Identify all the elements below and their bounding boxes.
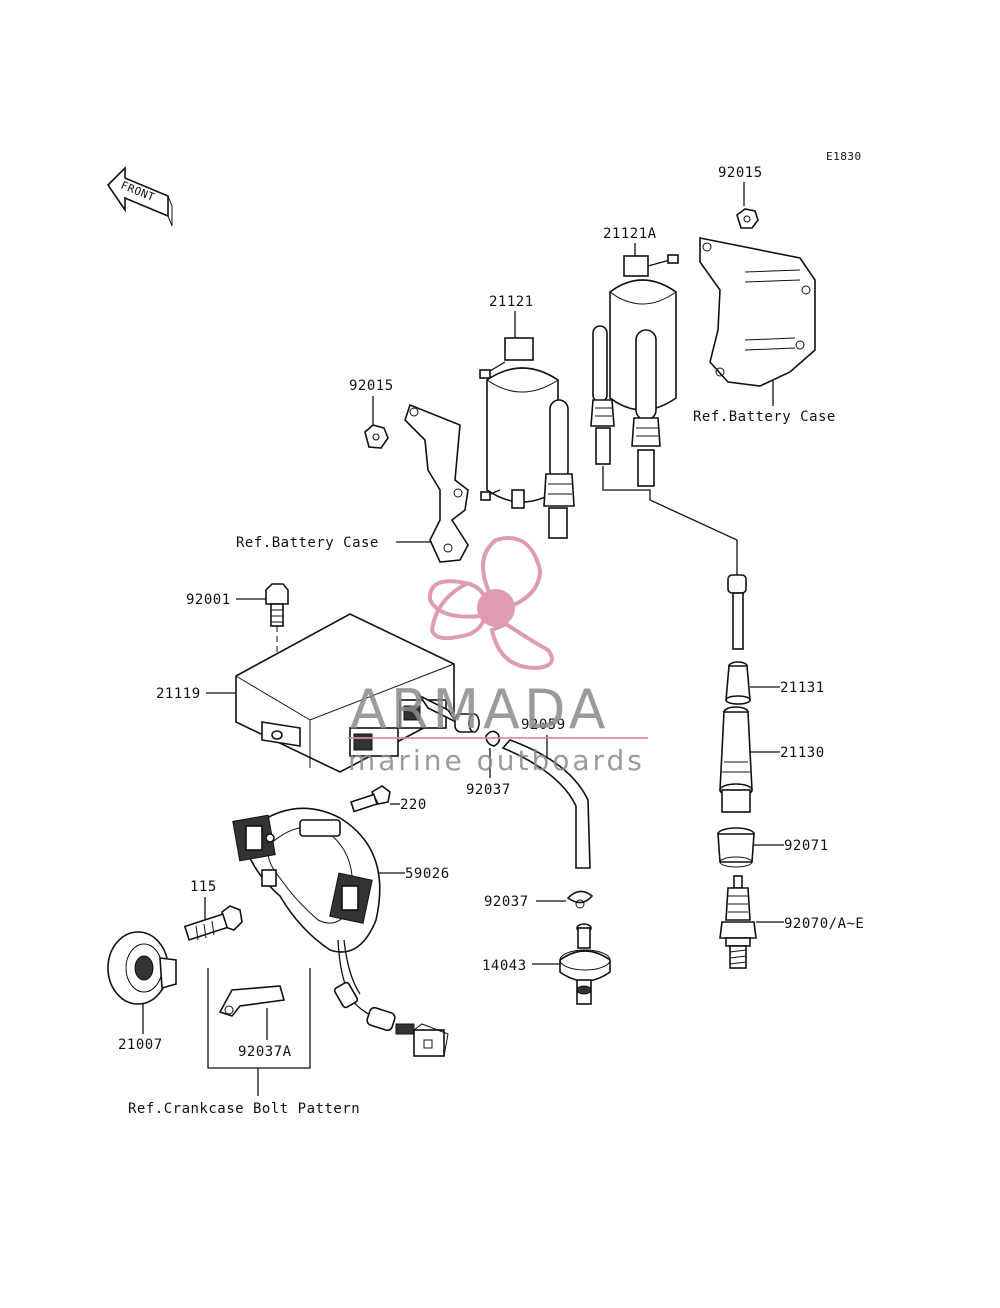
label-21121: 21121 <box>489 294 534 310</box>
label-220: 220 <box>400 797 427 813</box>
cap-92071 <box>717 827 755 868</box>
label-21121A: 21121A <box>603 226 657 242</box>
cdi-unit-21119 <box>235 613 459 773</box>
label-21130: 21130 <box>780 745 825 761</box>
stator-connector <box>366 1006 449 1057</box>
ignition-coil-21121A <box>590 254 679 487</box>
label-92070: 92070/A~E <box>784 916 864 932</box>
bolt-92001 <box>265 583 289 627</box>
propeller-logo-icon <box>427 536 554 671</box>
connector-plug <box>454 713 480 733</box>
label-ref-battery-case-left: Ref.Battery Case <box>236 535 379 551</box>
label-ref-crankcase: Ref.Crankcase Bolt Pattern <box>128 1101 360 1117</box>
label-92015-left: 92015 <box>349 378 394 394</box>
label-21119: 21119 <box>156 686 201 702</box>
nut-92015-top <box>736 208 759 229</box>
plug-cap-21130 <box>719 706 753 813</box>
rotor-21007 <box>107 931 177 1005</box>
cap-21131 <box>725 661 751 705</box>
label-92037A: 92037A <box>238 1044 292 1060</box>
label-21007: 21007 <box>118 1037 163 1053</box>
armada-watermark: ARMADA marine outboards <box>348 536 648 777</box>
label-14043: 14043 <box>482 958 527 974</box>
hose-92059 <box>501 739 591 869</box>
bolt-115 <box>183 905 243 941</box>
watermark-tagline: marine outboards <box>348 744 645 777</box>
clip-92037-lower <box>566 890 594 909</box>
battery-case-bracket-right <box>699 237 816 387</box>
bolt-220 <box>350 785 391 813</box>
watermark-brand: ARMADA <box>350 678 610 741</box>
spark-plug-92070 <box>719 875 757 969</box>
label-92001: 92001 <box>186 592 231 608</box>
label-92059: 92059 <box>521 717 566 733</box>
ht-lead-end <box>727 574 747 650</box>
ignition-coil-21121 <box>479 337 575 539</box>
label-92071: 92071 <box>784 838 829 854</box>
front-arrow-icon: FRONT <box>106 166 173 227</box>
nut-92015-left <box>364 424 389 449</box>
label-92037-lower: 92037 <box>484 894 529 910</box>
battery-case-bracket-left <box>404 403 469 563</box>
diagram-code: E1830 <box>826 150 862 163</box>
label-92015-top: 92015 <box>718 165 763 181</box>
stator-59026 <box>232 807 381 1017</box>
label-21131: 21131 <box>780 680 825 696</box>
label-59026: 59026 <box>405 866 450 882</box>
label-115: 115 <box>190 879 217 895</box>
label-92037-upper: 92037 <box>466 782 511 798</box>
clamp-92037A <box>218 985 286 1017</box>
label-ref-battery-case-right: Ref.Battery Case <box>693 409 836 425</box>
breather-cap-14043 <box>559 923 611 1005</box>
